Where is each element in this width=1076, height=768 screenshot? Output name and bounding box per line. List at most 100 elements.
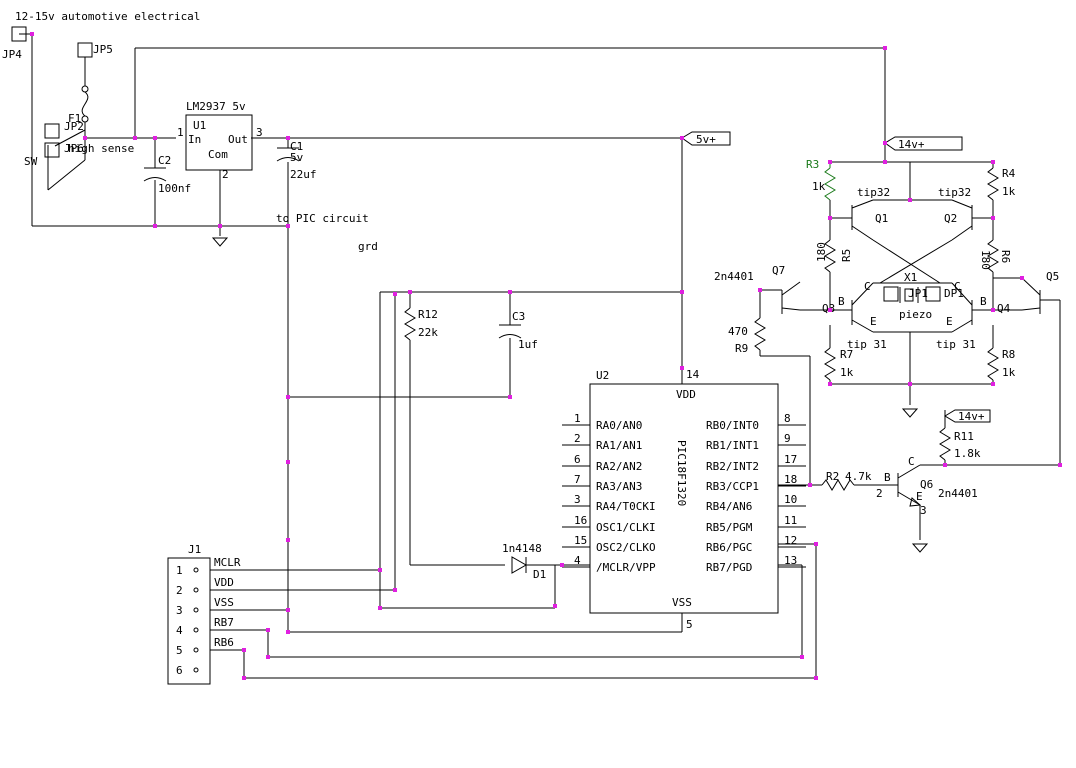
switch-sw: SW JP2 JP6 high sense bbox=[24, 120, 134, 191]
q4-c: C bbox=[954, 280, 961, 293]
junction-dot bbox=[883, 46, 887, 50]
j1-pin-number: 3 bbox=[176, 604, 183, 617]
mcu-left-pin-name: RA3/AN3 bbox=[596, 480, 642, 493]
junction-dot bbox=[30, 32, 34, 36]
mcu-left-pin-number: 1 bbox=[574, 412, 581, 425]
junction-dot bbox=[266, 628, 270, 632]
junction-dot bbox=[242, 648, 246, 652]
r6-value: 180 bbox=[979, 250, 992, 270]
j1-pin-contact bbox=[193, 607, 199, 613]
mcu-left-pin-number: 15 bbox=[574, 534, 587, 547]
mcu-vdd-pin: 14 bbox=[686, 368, 700, 381]
high-sense-label: high sense bbox=[68, 142, 134, 155]
junction-dot bbox=[814, 542, 818, 546]
junction-dot bbox=[393, 588, 397, 592]
c2-label: C2 bbox=[158, 154, 171, 167]
f1-label: F1 bbox=[68, 112, 81, 125]
q4-label: Q4 bbox=[997, 302, 1011, 315]
junction-dot bbox=[680, 290, 684, 294]
q7-label: Q7 bbox=[772, 264, 785, 277]
junction-dot bbox=[883, 160, 887, 164]
mcu-right-pin-number: 12 bbox=[784, 534, 797, 547]
q1-label: Q1 bbox=[875, 212, 888, 225]
mcu-vss-pin: 5 bbox=[686, 618, 693, 631]
mcu-right-pin-name: RB6/PGC bbox=[706, 541, 752, 554]
mcu-left-pin-name: RA1/AN1 bbox=[596, 439, 642, 452]
junction-dot bbox=[408, 290, 412, 294]
piezo-label: piezo bbox=[899, 308, 932, 321]
c2-value: 100nf bbox=[158, 182, 191, 195]
junction-dot bbox=[814, 676, 818, 680]
programming-wires bbox=[210, 543, 817, 679]
mcu-vdd: VDD bbox=[676, 388, 696, 401]
r4-label: R4 bbox=[1002, 167, 1016, 180]
q6-pin2: 2 bbox=[876, 487, 883, 500]
mcu-u2: U2 VDD VSS 14 5 PIC18F1320 1RA0/AN02RA1/… bbox=[562, 368, 806, 632]
junction-dot bbox=[153, 224, 157, 228]
regulator-ref: U1 bbox=[193, 119, 206, 132]
net-label-14v-bottom: 14v+ bbox=[958, 410, 985, 423]
mcu-right-pin-name: RB5/PGM bbox=[706, 521, 753, 534]
c1-voltage: 5v bbox=[290, 151, 304, 164]
r12-label: R12 bbox=[418, 308, 438, 321]
q6-type: 2n4401 bbox=[938, 487, 978, 500]
j1-pin-number: 1 bbox=[176, 564, 183, 577]
power-wires bbox=[31, 34, 886, 632]
mcu-right-pin-number: 13 bbox=[784, 554, 797, 567]
q6-driver: R2 4.7k R11 1.8k Q6 2n4401 B C E 2 3 14v… bbox=[778, 409, 1060, 553]
jp5-label: JP5 bbox=[93, 43, 113, 56]
c3-label: C3 bbox=[512, 310, 525, 323]
mcu-left-pin-number: 2 bbox=[574, 432, 581, 445]
r8-label: R8 bbox=[1002, 348, 1015, 361]
junction-dot bbox=[508, 290, 512, 294]
q6-label: Q6 bbox=[920, 478, 933, 491]
junction-dot bbox=[83, 136, 87, 140]
mcu-left-pin-name: RA0/AN0 bbox=[596, 419, 642, 432]
j1-signal-label: VSS bbox=[214, 596, 234, 609]
junction-dot bbox=[286, 460, 290, 464]
mcu-right-pin-number: 8 bbox=[784, 412, 791, 425]
q6-c: C bbox=[908, 455, 915, 468]
mcu-left-pin-name: OSC1/CLKI bbox=[596, 521, 656, 534]
q6-b: B bbox=[884, 471, 891, 484]
j1-pin-contact bbox=[193, 587, 199, 593]
net-label-14v-top-text: 14v+ bbox=[898, 138, 925, 151]
r9-label: R9 bbox=[735, 342, 748, 355]
capacitor-c2: C2 100nf bbox=[143, 154, 191, 195]
j1-pin-contact bbox=[193, 647, 199, 653]
junction-dot bbox=[133, 136, 137, 140]
q3-b: B bbox=[838, 295, 845, 308]
mcu-right-pin-name: RB2/INT2 bbox=[706, 460, 759, 473]
junction-dot bbox=[828, 308, 832, 312]
q5-label: Q5 bbox=[1046, 270, 1059, 283]
junction-dot bbox=[991, 308, 995, 312]
q2-type: tip32 bbox=[938, 186, 971, 199]
mcu-left-pin-number: 7 bbox=[574, 473, 581, 486]
junction-dot bbox=[908, 198, 912, 202]
j1-pin-number: 4 bbox=[176, 624, 183, 637]
q3-e: E bbox=[870, 315, 877, 328]
junction-dot bbox=[286, 538, 290, 542]
junction-dot bbox=[828, 160, 832, 164]
q7-type: 2n4401 bbox=[714, 270, 754, 283]
mcu-ref: U2 bbox=[596, 369, 609, 382]
junction-dot bbox=[560, 563, 564, 567]
junction-dot bbox=[800, 655, 804, 659]
dp1-label: DP1 bbox=[944, 287, 964, 300]
mcu-right-pin-number: 17 bbox=[784, 453, 797, 466]
junction-dot bbox=[393, 292, 397, 296]
r5-value: 180 bbox=[815, 242, 828, 262]
junction-dot bbox=[242, 676, 246, 680]
junction-dot bbox=[286, 608, 290, 612]
j1-signal-label: RB6 bbox=[214, 636, 234, 649]
r11-label: R11 bbox=[954, 430, 974, 443]
junction-dot bbox=[553, 604, 557, 608]
connector-jp4: JP4 bbox=[2, 26, 32, 61]
regulator-u1: LM2937 5v U1 In Out Com 1 3 2 bbox=[177, 100, 263, 181]
junction-dot bbox=[1058, 463, 1062, 467]
schematic-title: 12-15v automotive electrical bbox=[15, 10, 200, 23]
junction-dot bbox=[758, 288, 762, 292]
r3-value: 1k bbox=[812, 180, 826, 193]
r7-label: R7 bbox=[840, 348, 853, 361]
